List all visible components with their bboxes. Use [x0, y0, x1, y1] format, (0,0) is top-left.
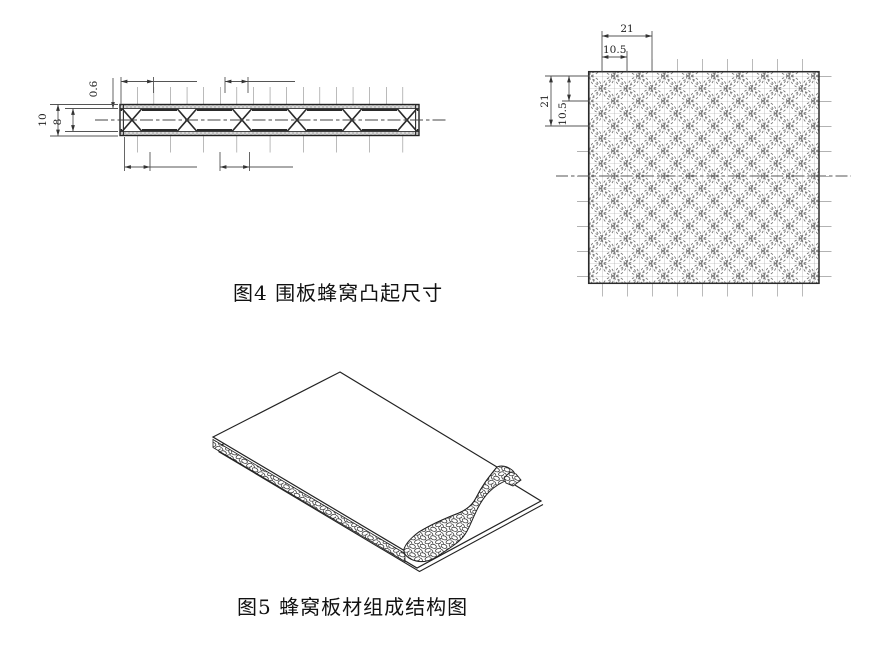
dim-label-total-height: 10 [37, 113, 49, 126]
figure4-top-view-drawing: 21 10.5 21 10.5 [539, 23, 851, 297]
dim-label-half-pitch-vertical: 10.5 [557, 102, 569, 125]
dim-label-pitch-horizontal: 21 [620, 23, 633, 35]
figure4-cross-section-drawing: 0.6 10 8 [37, 77, 446, 171]
figure4-caption: 图4 围板蜂窝凸起尺寸 [233, 281, 444, 305]
figure5-isometric-drawing [211, 371, 544, 573]
dim-label-core-height: 8 [52, 119, 64, 126]
figure5-caption: 图5 蜂窝板材组成结构图 [237, 595, 469, 619]
dim-label-skin-thickness: 0.6 [88, 80, 100, 97]
dim-label-pitch-vertical: 21 [539, 94, 551, 107]
dim-label-half-pitch-horizontal: 10.5 [603, 44, 626, 56]
